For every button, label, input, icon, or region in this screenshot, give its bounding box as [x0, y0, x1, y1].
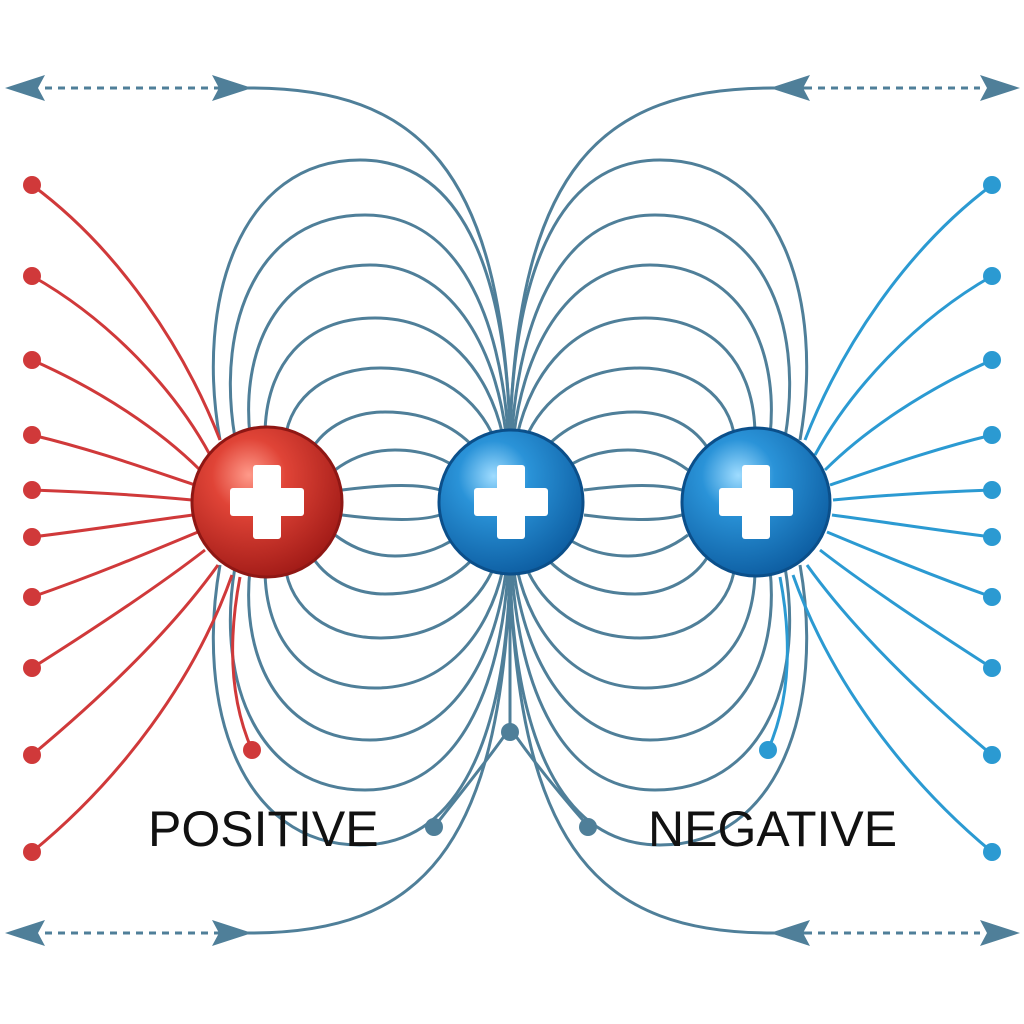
negative-line-endpoints	[759, 176, 1001, 861]
field-lines-between	[211, 86, 809, 935]
right-charge	[680, 426, 832, 578]
positive-label: POSITIVE	[148, 801, 379, 857]
negative-field-lines	[766, 183, 993, 854]
positive-line-endpoints	[23, 176, 261, 861]
negative-label: NEGATIVE	[648, 801, 898, 857]
field-line-endpoints	[425, 723, 597, 836]
positive-charge	[190, 425, 344, 579]
positive-field-lines	[31, 183, 254, 854]
arrowheads	[5, 75, 1020, 946]
center-charge	[437, 428, 585, 576]
